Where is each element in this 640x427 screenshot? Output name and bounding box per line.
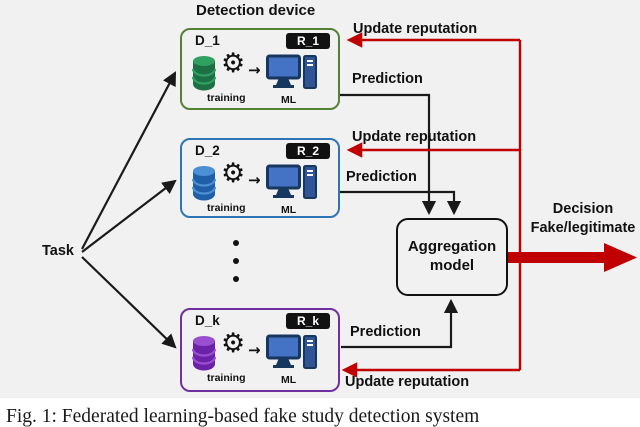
device-box-dk: D_k R_k ⚙ → training ML: [180, 308, 340, 392]
update-reputation-label-bottom: Update reputation: [345, 374, 470, 390]
device-name-d2: D_2: [195, 143, 220, 158]
gear-icon: ⚙: [221, 158, 246, 189]
decision-line1: Decision: [552, 201, 614, 217]
arrow-right-icon: →: [248, 341, 261, 359]
decision-line2: Fake/legitimate: [530, 219, 636, 236]
arrow-right-icon: →: [248, 171, 261, 189]
figure-caption: Fig. 1: Federated learning-based fake st…: [6, 406, 480, 427]
arrow-right-icon: →: [248, 61, 261, 79]
update-reputation-label-mid: Update reputation: [352, 129, 477, 145]
ml-label: ML: [281, 94, 297, 106]
training-label: training: [207, 202, 246, 214]
training-label: training: [207, 372, 246, 384]
database-icon: [190, 164, 218, 202]
prediction-label-3: Prediction: [350, 324, 421, 340]
device-box-d1: D_1 R_1 ⚙ → training ML: [180, 28, 340, 110]
reputation-badge-r1: R_1: [285, 33, 330, 49]
database-icon: [190, 334, 218, 372]
computer-icon: [266, 54, 320, 94]
computer-icon: [266, 164, 320, 204]
decision-output-label: Decision Fake/legitimate: [526, 200, 640, 238]
device-name-dk: D_k: [195, 313, 220, 328]
computer-icon: [266, 334, 320, 374]
task-label: Task: [42, 243, 74, 259]
gear-icon: ⚙: [221, 48, 246, 79]
ml-label: ML: [281, 374, 297, 386]
prediction-label-1: Prediction: [352, 71, 423, 87]
prediction-label-2: Prediction: [346, 169, 417, 185]
gear-icon: ⚙: [221, 328, 246, 359]
detection-device-title: Detection device: [196, 2, 316, 19]
reputation-badge-r2: R_2: [285, 143, 330, 159]
database-icon: [190, 54, 218, 92]
reputation-badge-rk: R_k: [285, 313, 330, 329]
device-box-d2: D_2 R_2 ⚙ → training ML: [180, 138, 340, 218]
update-reputation-label-top: Update reputation: [353, 21, 478, 37]
device-name-d1: D_1: [195, 33, 220, 48]
aggregation-model-box: Aggregation model: [396, 218, 508, 296]
training-label: training: [207, 92, 246, 104]
vertical-ellipsis-dots: [233, 240, 239, 282]
ml-label: ML: [281, 204, 297, 216]
